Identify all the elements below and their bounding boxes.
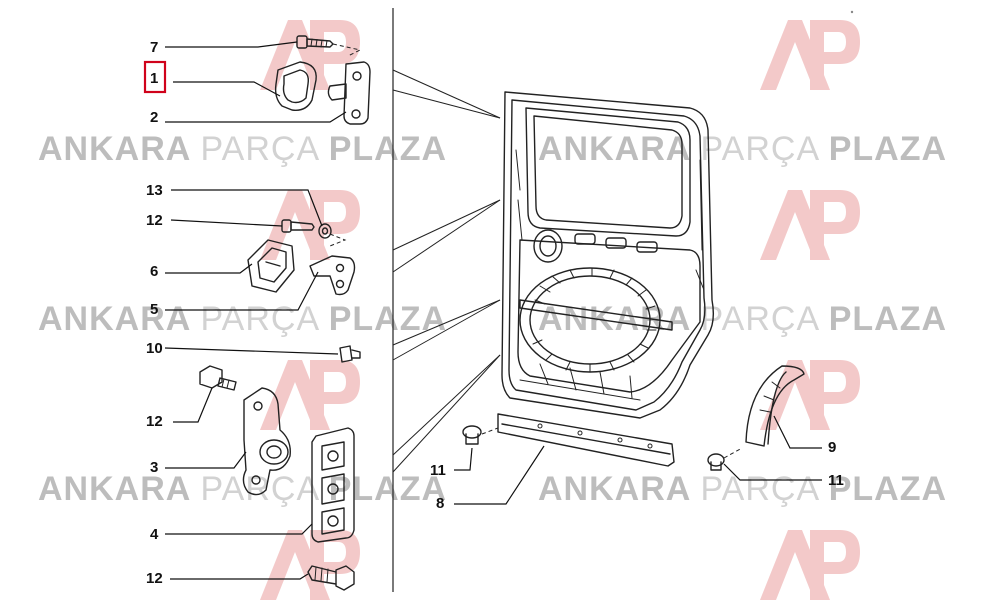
callout-8[interactable]: 8 (436, 495, 444, 512)
watermark-logo (760, 20, 860, 90)
leader-lines (164, 41, 822, 580)
part-11-left-axis (481, 427, 499, 435)
part-6-lower-guide-block (247, 239, 295, 293)
callout-5[interactable]: 5 (150, 301, 158, 318)
part-7-screw (296, 35, 334, 49)
callout-3[interactable]: 3 (150, 459, 158, 476)
callout-9[interactable]: 9 (828, 439, 836, 456)
part-7-axis (332, 43, 362, 57)
callout-12-upper[interactable]: 12 (146, 212, 163, 229)
callout-10[interactable]: 10 (146, 340, 163, 357)
callout-1[interactable]: 1 (150, 70, 158, 87)
watermark-logo (760, 190, 860, 260)
part-11-rivet-right (707, 453, 725, 471)
callout-4[interactable]: 4 (150, 526, 159, 543)
callout-12-lower[interactable]: 12 (146, 570, 163, 587)
watermark-text: ANKARA PARÇA PLAZA (538, 130, 947, 168)
part-8-lower-guide-rail (497, 413, 675, 467)
watermark-text: ANKARA PARÇA PLAZA (38, 130, 447, 168)
part-2-striker-bracket (327, 61, 371, 125)
part-4-reinforcement-plate (311, 427, 355, 543)
part-10-clip (339, 345, 361, 363)
callout-11-left[interactable]: 11 (430, 462, 446, 479)
selected-part-highlight (143, 60, 167, 94)
part-5-lower-bracket (309, 255, 356, 296)
callout-13[interactable]: 13 (146, 182, 163, 199)
part-13-axis (329, 233, 347, 247)
door-fan-lines (392, 69, 501, 473)
callout-numbers: 7 1 2 13 12 6 5 10 12 3 4 12 11 8 9 11 (146, 39, 844, 587)
watermark-logo (760, 530, 860, 600)
watermark-logo (260, 530, 360, 600)
watermark-logo (260, 360, 360, 430)
part-13-washer (318, 223, 332, 239)
callout-11-right[interactable]: 11 (828, 472, 844, 489)
watermark-logo (760, 360, 860, 430)
sliding-door-assembly (501, 91, 715, 419)
watermark-layer: ANKARA PARÇA PLAZA ANKARA PARÇA PLAZA ANKA… (38, 20, 947, 600)
part-12-bolt-lower (307, 565, 355, 591)
callout-12-middle[interactable]: 12 (146, 413, 163, 430)
callout-7[interactable]: 7 (150, 39, 158, 56)
callout-6[interactable]: 6 (150, 263, 158, 280)
watermark-text: ANKARA PARÇA PLAZA (538, 470, 947, 508)
corner-dot (850, 10, 854, 14)
part-11-rivet-left (462, 425, 482, 445)
part-3-hinge (242, 387, 291, 496)
part-12-bolt-middle (199, 365, 237, 391)
callout-2[interactable]: 2 (150, 109, 158, 126)
part-9-rear-wheel-arch-cover (745, 365, 805, 447)
watermark-text: ANKARA PARÇA PLAZA (38, 300, 447, 338)
watermark-text: ANKARA PARÇA PLAZA (38, 470, 447, 508)
part-11-right-axis (723, 447, 743, 459)
part-1-guide-block (274, 61, 317, 111)
